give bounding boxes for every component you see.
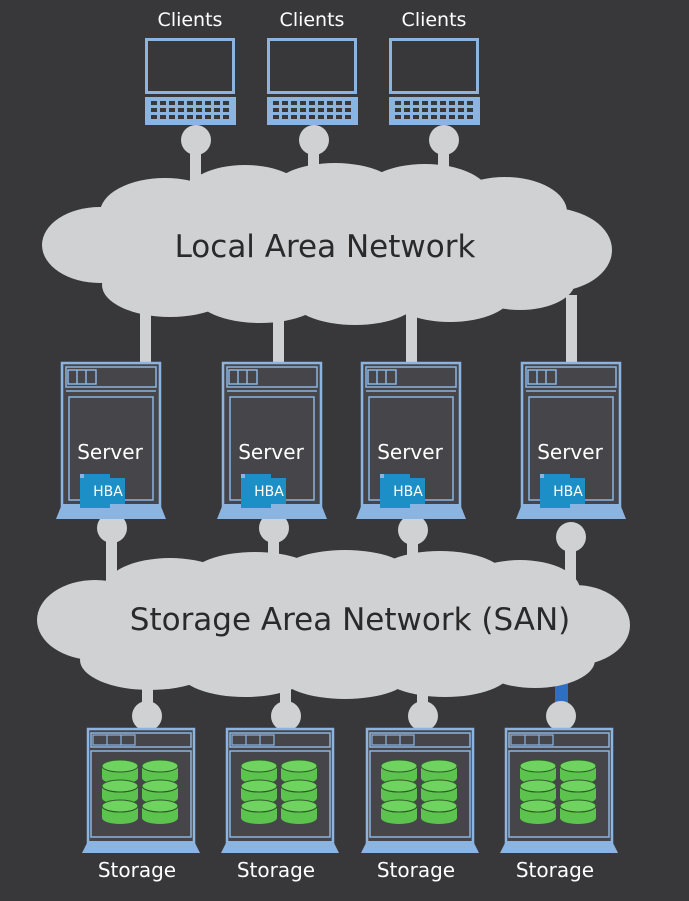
- san-cloud: Storage Area Network (SAN): [37, 550, 630, 699]
- server-san-link-1: [106, 528, 117, 588]
- disk-stack-icon: [380, 759, 458, 824]
- storage-array-3: Storage: [361, 727, 479, 882]
- storage-array-4: Storage: [500, 727, 618, 882]
- lan-server-link-1: [140, 300, 151, 366]
- storage-label: Storage: [237, 858, 315, 882]
- client-junction-3: [429, 125, 459, 155]
- client-junction-2: [299, 125, 329, 155]
- laptop-screen: [267, 38, 357, 94]
- client-laptop-2: Clients: [267, 9, 358, 125]
- server-label: Server: [537, 440, 603, 464]
- storage-base: [500, 841, 618, 853]
- hba-label: HBA: [553, 484, 583, 500]
- hba-badge: HBA: [540, 474, 585, 508]
- storage-label: Storage: [377, 858, 455, 882]
- lan-server-link-3: [406, 300, 417, 366]
- server-label: Server: [377, 440, 443, 464]
- server-label: Server: [77, 440, 143, 464]
- client-label: Clients: [280, 9, 345, 31]
- server-junction-1: [97, 513, 127, 543]
- lan-label: Local Area Network: [175, 229, 476, 265]
- server-base: [217, 504, 327, 519]
- server-san-link-4: [565, 535, 576, 595]
- server-base: [56, 504, 166, 519]
- hba-label: HBA: [254, 484, 284, 500]
- storage-label: Storage: [516, 858, 594, 882]
- client-link-1: [190, 135, 201, 195]
- san-storage-link-1: [142, 680, 153, 720]
- client-laptop-3: Clients: [389, 9, 480, 125]
- client-link-3: [438, 135, 449, 195]
- client-laptop-1: Clients: [145, 9, 236, 125]
- storage-base: [82, 841, 200, 853]
- laptop-screen: [389, 38, 479, 94]
- disk-stack-icon: [240, 759, 318, 824]
- server-label: Server: [238, 440, 304, 464]
- storage-group: Storage Storage Storage Storage: [82, 727, 618, 882]
- server-junction-3: [398, 515, 428, 545]
- server-base: [356, 504, 466, 519]
- lan-server-link-4: [566, 295, 577, 366]
- server-junction-2: [259, 513, 289, 543]
- lan-cloud: Local Area Network: [42, 163, 612, 325]
- storage-junction-2: [271, 701, 301, 731]
- client-junction-1: [181, 125, 211, 155]
- hba-badge: HBA: [241, 474, 286, 508]
- san-label: Storage Area Network (SAN): [130, 602, 570, 638]
- hba-label: HBA: [93, 484, 123, 500]
- server-base: [516, 504, 626, 519]
- junction-dots: [97, 125, 586, 731]
- clients-group: Clients Clients Clients: [145, 9, 480, 125]
- storage-junction-4: [546, 701, 576, 731]
- hba-badge: HBA: [380, 474, 425, 508]
- hba-label: HBA: [393, 484, 423, 500]
- laptop-screen: [145, 38, 235, 94]
- hba-badge: HBA: [80, 474, 125, 508]
- san-storage-link-3: [417, 680, 428, 720]
- client-label: Clients: [402, 9, 467, 31]
- disk-stack-icon: [519, 759, 597, 824]
- storage-label: Storage: [98, 858, 176, 882]
- storage-array-1: Storage: [82, 727, 200, 882]
- client-label: Clients: [158, 9, 223, 31]
- storage-base: [221, 841, 339, 853]
- disk-stack-icon: [101, 759, 179, 824]
- storage-base: [361, 841, 479, 853]
- storage-junction-3: [408, 701, 438, 731]
- storage-junction-1: [132, 701, 162, 731]
- server-junction-4: [556, 522, 586, 552]
- storage-array-2: Storage: [221, 727, 339, 882]
- san-storage-link-2: [280, 680, 291, 720]
- lan-server-link-2: [273, 300, 284, 366]
